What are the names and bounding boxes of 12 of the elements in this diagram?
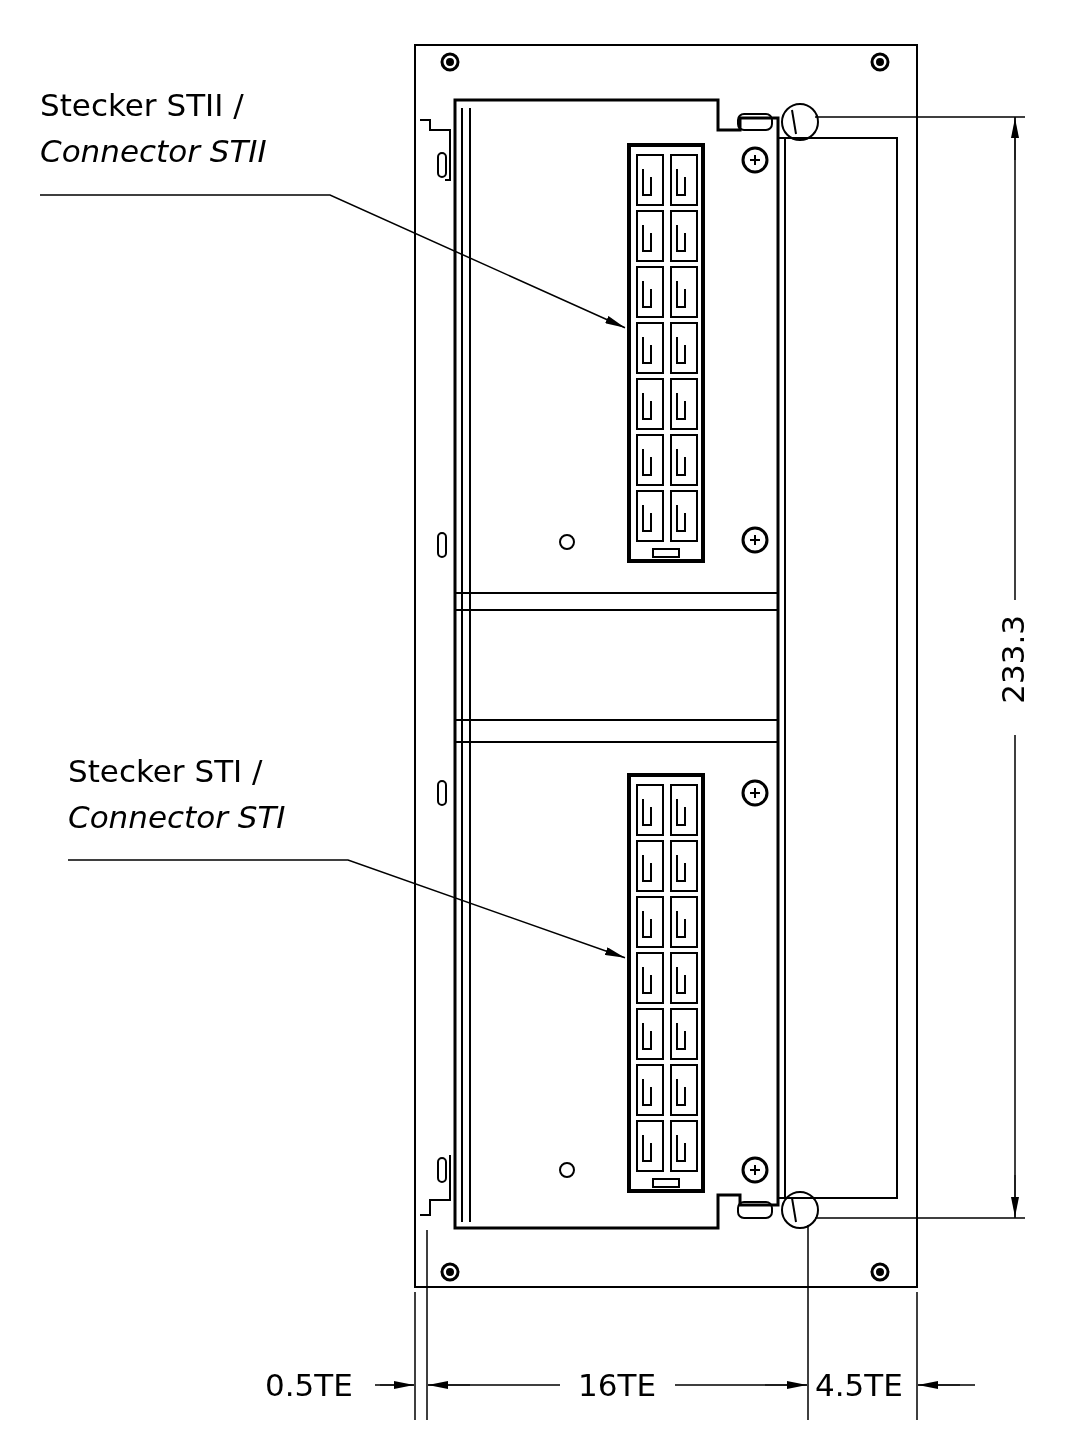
dimension-label: 233.3	[995, 615, 1031, 704]
leader-line	[39, 194, 626, 329]
callout-text: Stecker STII /	[40, 86, 245, 125]
callout-text: Connector STII	[40, 132, 268, 171]
callout-text: Connector STI	[68, 798, 287, 837]
dimension-label: 16TE	[578, 1367, 656, 1403]
dimension-label: 4.5TE	[815, 1367, 903, 1403]
dimension-label: 0.5TE	[265, 1367, 353, 1403]
callout-text: Stecker STI /	[68, 752, 264, 791]
leader-line	[67, 859, 626, 959]
connector-drawing	[627, 143, 705, 563]
connector-drawing	[627, 773, 705, 1193]
